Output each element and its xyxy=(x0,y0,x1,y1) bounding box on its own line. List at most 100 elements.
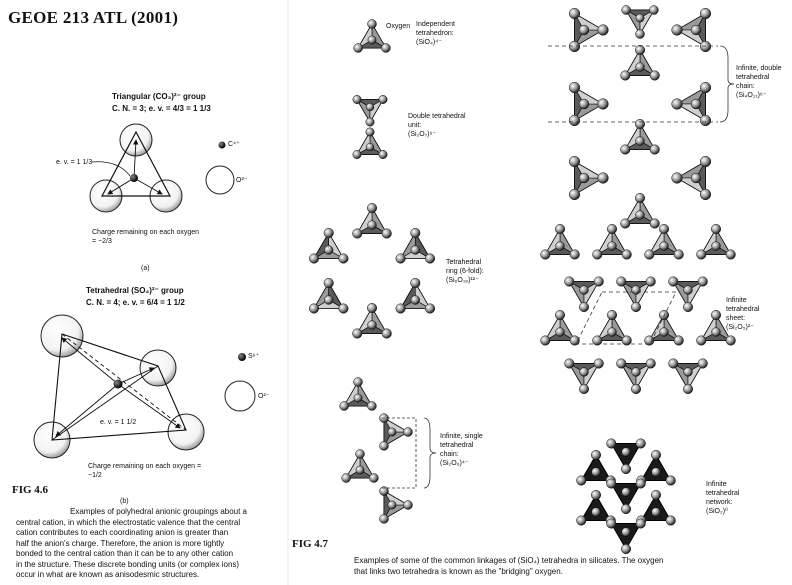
oxygen-atom xyxy=(576,475,587,486)
triangular-diagram xyxy=(89,123,235,213)
fig46-caption: Examples of polyhedral anionic groupings… xyxy=(16,507,282,581)
caption-line: Examples of polyhedral anionic groupings… xyxy=(70,507,248,516)
oxygen-atom xyxy=(378,150,388,159)
triangular-anion-label: O²⁻ xyxy=(236,177,248,184)
tetrahedron-face xyxy=(328,231,345,260)
triangular-heading: Triangular (CO₃)²⁻ group xyxy=(112,92,206,101)
apex-oxygen-atom xyxy=(555,327,565,337)
oxygen-atom xyxy=(403,500,413,510)
oxygen-atom xyxy=(323,277,334,289)
oxygen-atom xyxy=(369,473,379,483)
oxygen-atom xyxy=(590,449,602,461)
oxygen-atom xyxy=(352,150,362,159)
oxygen-atom xyxy=(568,81,581,94)
oxygen-atom xyxy=(339,401,349,411)
oxygen-atom xyxy=(671,172,683,184)
caption-line: Examples of some of the common linkages … xyxy=(354,556,664,565)
oxygen-atom xyxy=(352,228,363,239)
apex-oxygen-atom xyxy=(579,285,589,295)
apex-oxygen-atom xyxy=(711,241,721,251)
oxygen-atom xyxy=(620,543,632,555)
tetrahedron-face xyxy=(369,98,384,124)
oxygen-atom xyxy=(634,118,646,130)
oxygen-atom xyxy=(576,515,587,526)
apex-oxygen-atom xyxy=(690,24,702,36)
oxygen-atom xyxy=(353,43,363,53)
triangular-cation-label: C⁴⁺ xyxy=(228,141,240,148)
oxygen-atom xyxy=(569,249,580,260)
oxygen-atom xyxy=(635,518,646,529)
oxygen-atom xyxy=(554,309,566,321)
oxygen-atom xyxy=(634,192,646,204)
oxygen-atom xyxy=(593,276,604,287)
oxygen-atom xyxy=(710,223,722,235)
apex-oxygen-atom xyxy=(367,220,377,230)
oxygen-atom xyxy=(725,249,736,260)
apex-oxygen-atom xyxy=(635,13,645,23)
oxygen-atom xyxy=(568,7,581,20)
apex-oxygen-atom xyxy=(579,367,589,377)
oxygen-atom xyxy=(569,335,580,346)
oxygen-atom xyxy=(616,358,627,369)
oxygen-atom xyxy=(645,358,656,369)
oxygen-atom xyxy=(395,253,406,264)
oxygen-atom xyxy=(554,223,566,235)
oxygen-atom xyxy=(650,489,662,501)
apex-oxygen-atom xyxy=(578,24,590,36)
caption-line: that links two tetrahedra is known as th… xyxy=(354,566,563,576)
caption-line: in the structure. These discrete bonding… xyxy=(16,559,240,569)
oxygen-atom xyxy=(381,328,392,339)
apex-oxygen-atom xyxy=(621,447,631,457)
oxygen-atom xyxy=(649,218,660,229)
oxygen-atom xyxy=(682,383,694,395)
oxygen-atom xyxy=(341,473,351,483)
oxygen-label: Oxygen xyxy=(386,23,411,30)
oxygen-atom xyxy=(682,301,694,313)
triangular-charge: Charge remaining on each oxygen = −2/3 xyxy=(92,229,200,245)
apex-oxygen-atom xyxy=(631,367,641,377)
tetrahedron-face xyxy=(356,130,371,156)
apex-oxygen-atom xyxy=(711,327,721,337)
oxygen-atom xyxy=(352,95,362,104)
oxygen-atom xyxy=(568,155,581,168)
tetrahedral-heading: Tetrahedral (SO₄)²⁻ group xyxy=(86,286,184,295)
oxygen-atom xyxy=(699,81,712,94)
oxygen-atom xyxy=(697,358,708,369)
oxygen-atom xyxy=(699,40,712,53)
apex-oxygen-atom xyxy=(555,241,565,251)
oxygen-atom xyxy=(621,335,632,346)
triangular-sub: (a) xyxy=(141,265,150,272)
oxygen-atom xyxy=(338,303,349,314)
oxygen-atom xyxy=(616,276,627,287)
oxygen-atom xyxy=(650,449,662,461)
oxygen-atom xyxy=(644,335,655,346)
apex-oxygen-atom xyxy=(607,327,617,337)
oxygen-atom xyxy=(568,40,581,53)
apex-oxygen-atom xyxy=(387,427,397,437)
oxygen-atom xyxy=(410,277,421,289)
oxygen-atom xyxy=(564,276,575,287)
oxygen-atom xyxy=(635,478,646,489)
oxygen-atom xyxy=(593,358,604,369)
oxygen-atom xyxy=(671,24,683,36)
oxygen-atom xyxy=(668,276,679,287)
oxygen-atom xyxy=(621,5,631,15)
page-title: GEOE 213 ATL (2001) xyxy=(8,8,179,27)
oxygen-atom xyxy=(365,127,375,137)
oxygen-atom xyxy=(352,328,363,339)
oxygen-atom xyxy=(381,43,391,53)
oxygen-atom xyxy=(649,70,660,81)
oxygen-atom xyxy=(710,309,722,321)
oxygen-atom xyxy=(606,478,617,489)
oxygen-atom xyxy=(564,358,575,369)
oxygen-atom xyxy=(620,144,631,155)
apex-oxygen-atom xyxy=(353,393,363,403)
oxygen-atom xyxy=(658,223,670,235)
oxygen-atom xyxy=(367,401,377,411)
oxygen-atom xyxy=(635,438,646,449)
fig47-label: FIG 4.7 xyxy=(292,538,329,550)
apex-oxygen-atom xyxy=(690,172,702,184)
fig47-caption: Examples of some of the common linkages … xyxy=(354,556,784,577)
